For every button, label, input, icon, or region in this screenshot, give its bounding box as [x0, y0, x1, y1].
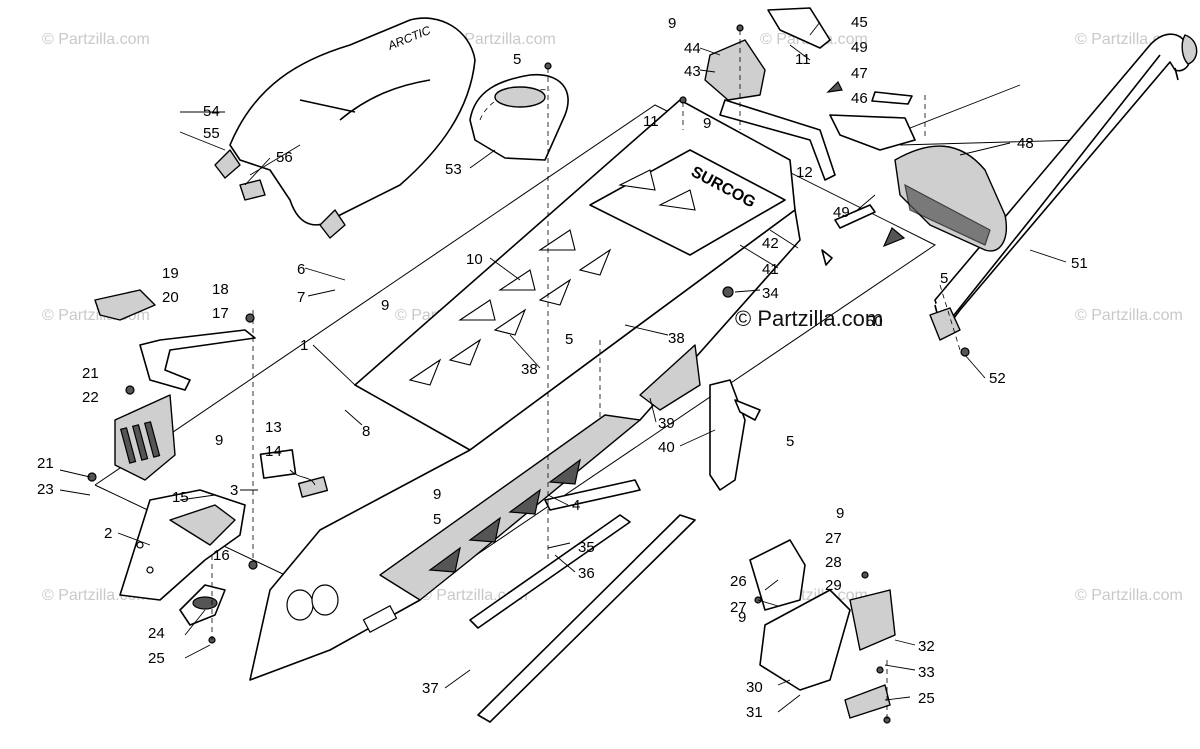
leader-lines: [59, 21, 1067, 713]
callout-9: 9: [668, 15, 676, 32]
partzilla-watermark: © Partzilla.com: [735, 306, 883, 331]
tunnel-assembly: SURCOG: [249, 99, 801, 681]
callout-39: 39: [658, 415, 675, 432]
callout-13: 13: [265, 419, 282, 436]
callout-5: 5: [940, 270, 948, 287]
callout-9: 9: [703, 115, 711, 132]
callout-9: 9: [381, 297, 389, 314]
callout-15: 15: [172, 489, 189, 506]
skid-plate-24: [179, 584, 226, 626]
callout-27: 27: [730, 599, 747, 616]
callout-36: 36: [578, 565, 595, 582]
callout-42: 42: [762, 235, 779, 252]
watermark: © Partzilla.com: [42, 31, 150, 48]
callout-38: 38: [668, 330, 685, 347]
callout-29: 29: [825, 577, 842, 594]
callout-46: 46: [851, 90, 868, 107]
callout-9: 9: [433, 486, 441, 503]
callout-21: 21: [37, 455, 54, 472]
callout-18: 18: [212, 281, 229, 298]
callout-20: 20: [162, 289, 179, 306]
callout-50: 50: [866, 313, 883, 330]
callout-5: 5: [513, 51, 521, 68]
callout-17: 17: [212, 305, 229, 322]
callout-23: 23: [37, 481, 54, 498]
callout-11: 11: [643, 113, 659, 130]
callout-37: 37: [422, 680, 439, 697]
callout-19: 19: [162, 265, 179, 282]
callout-48: 48: [1017, 135, 1034, 152]
callout-28: 28: [825, 554, 842, 571]
callout-12: 12: [796, 164, 813, 181]
callout-30: 30: [746, 679, 763, 696]
callout-54: 54: [203, 103, 220, 120]
callout-52: 52: [989, 370, 1006, 387]
callout-6: 6: [297, 261, 305, 278]
callout-55: 55: [203, 125, 220, 142]
callout-10: 10: [466, 251, 483, 268]
callout-3: 3: [230, 482, 238, 499]
callout-47: 47: [851, 65, 868, 82]
callout-5: 5: [565, 331, 573, 348]
callout-33: 33: [918, 664, 935, 681]
callout-7: 7: [297, 289, 305, 306]
callout-44: 44: [684, 40, 701, 57]
callout-5: 5: [433, 511, 441, 528]
seat-assembly: ARCTIC: [214, 17, 476, 239]
callout-41: 41: [762, 261, 779, 278]
callout-27: 27: [825, 530, 842, 547]
callout-21: 21: [82, 365, 99, 382]
callout-26: 26: [730, 573, 747, 590]
callout-14: 14: [265, 443, 282, 460]
callout-31: 31: [746, 704, 763, 721]
cover-19: [94, 289, 156, 321]
callout-9: 9: [215, 432, 223, 449]
side-panels: [639, 344, 896, 719]
watermark: © Partzilla.com: [1075, 307, 1183, 324]
callout-8: 8: [362, 423, 370, 440]
callout-56: 56: [276, 149, 293, 166]
heat-shield-22: [114, 394, 176, 481]
callout-16: 16: [213, 547, 230, 564]
callout-24: 24: [148, 625, 165, 642]
callout-40: 40: [658, 439, 675, 456]
callout-51: 51: [1071, 255, 1088, 272]
storage-bag-53: [469, 73, 569, 161]
rear-bumper: [929, 33, 1198, 341]
callout-53: 53: [445, 161, 462, 178]
callout-4: 4: [572, 497, 580, 514]
callout-1: 1: [300, 337, 308, 354]
alignment-lines: [211, 30, 961, 720]
callout-9: 9: [836, 505, 844, 522]
rear-snowflap: [821, 80, 1007, 266]
grab-handle-17: [139, 329, 256, 391]
watermark: © Partzilla.com: [448, 31, 556, 48]
callout-labels: 1 2 3 4 5 5 5 5 5 6 7 8 9 9 9 9 9 9 9 10…: [37, 14, 1088, 721]
callout-22: 22: [82, 389, 99, 406]
callout-5: 5: [786, 433, 794, 450]
callout-49: 49: [851, 39, 868, 56]
slide-rails: [469, 479, 696, 723]
callout-2: 2: [104, 525, 112, 542]
callout-49: 49: [833, 204, 850, 221]
callout-9: 9: [738, 609, 746, 626]
callout-43: 43: [684, 63, 701, 80]
callout-25: 25: [148, 650, 165, 667]
control-module-14: [259, 449, 329, 498]
callout-38: 38: [521, 361, 538, 378]
callout-34: 34: [762, 285, 779, 302]
callout-35: 35: [578, 539, 595, 556]
front-bracket: [119, 489, 246, 601]
callout-11: 11: [795, 51, 811, 68]
watermark: © Partzilla.com: [1075, 587, 1183, 604]
callout-45: 45: [851, 14, 868, 31]
callout-32: 32: [918, 638, 935, 655]
callout-25: 25: [918, 690, 935, 707]
